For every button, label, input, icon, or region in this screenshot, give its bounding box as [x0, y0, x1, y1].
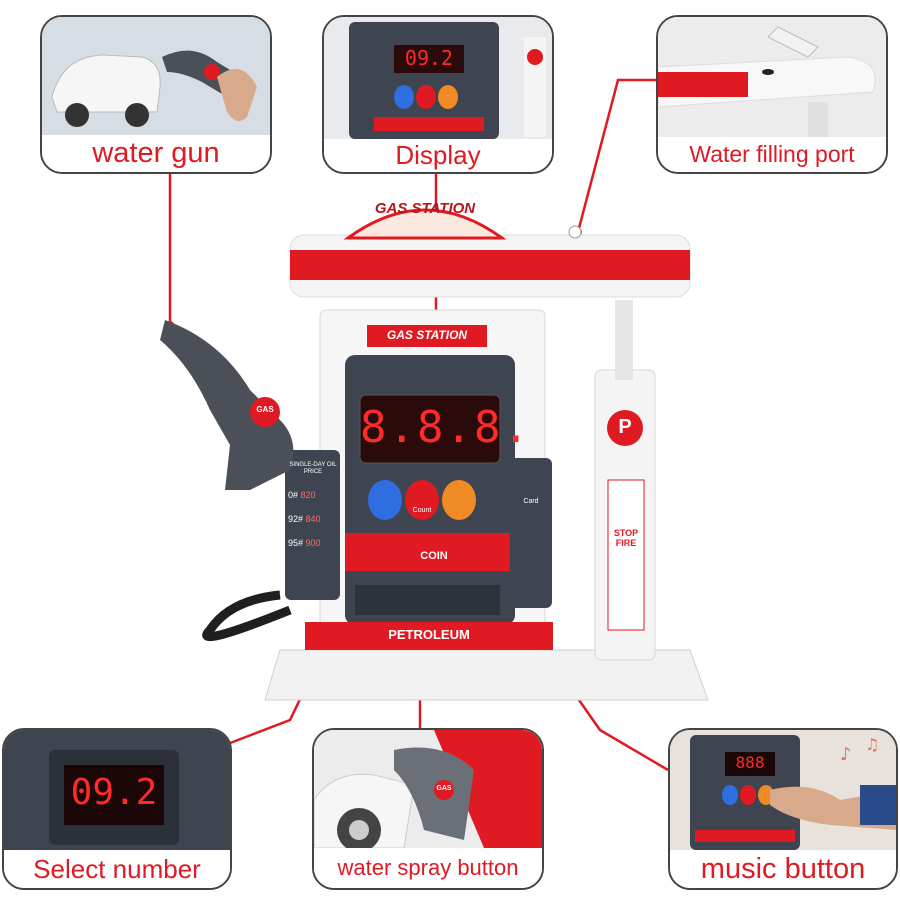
parking-sign-circle	[607, 410, 643, 446]
fuel-nozzle	[160, 320, 294, 490]
water-spray-photo: GAS	[314, 730, 542, 848]
price-rows: 0# 820 92# 840 95# 900	[288, 490, 338, 548]
spray-button	[405, 480, 439, 520]
card-label: Card	[523, 498, 539, 505]
callout-label-water-gun: water gun	[42, 135, 270, 172]
stop-fire-panel	[607, 479, 645, 631]
panel-sign-bg	[367, 325, 487, 347]
svg-text:♫: ♫	[865, 735, 879, 754]
callout-music-button: ♪ ♫ 888 music button	[668, 728, 898, 890]
main-display-reading: 8.8.8.	[360, 402, 531, 453]
music-button-photo: ♪ ♫ 888	[670, 730, 896, 850]
petroleum-label: PETROLEUM	[388, 627, 470, 642]
count-label: Count	[412, 507, 432, 514]
music-photo-reading: 888	[735, 753, 765, 772]
hand-shape	[217, 69, 257, 121]
coin-label: COIN	[420, 550, 448, 562]
select-number-photo: 09.2	[4, 730, 230, 850]
price-row: 0# 820	[288, 490, 316, 500]
spray-gun-shape	[394, 747, 474, 840]
toy-base	[264, 649, 709, 701]
petroleum-band	[305, 622, 553, 650]
music-btn-shape	[442, 480, 476, 520]
toy-car-shape	[51, 54, 161, 113]
callout-water-spray-button: GAS water spray button	[312, 728, 544, 890]
fuel-hose	[202, 590, 292, 642]
callout-label-display: Display	[324, 139, 552, 172]
filling-port-photo	[658, 17, 886, 137]
display-photo: 09.2	[324, 17, 552, 139]
select-number-reading: 09.2	[70, 772, 158, 813]
price-row: 92# 840	[288, 514, 321, 524]
callout-label-select-number: Select number	[4, 850, 230, 888]
filling-port-hole	[568, 225, 582, 239]
callout-display: 09.2 Display	[322, 15, 554, 174]
filling-port-hole-photo	[762, 69, 774, 75]
callout-label-water-filling-port: Water filling port	[658, 137, 886, 172]
price-board	[285, 450, 340, 600]
price-row: 95# 900	[288, 538, 321, 548]
callout-water-filling-port: Water filling port	[656, 15, 888, 174]
display-photo-reading: 09.2	[404, 46, 454, 70]
callout-select-number: 09.2 Select number	[2, 728, 232, 890]
main-display-bg	[359, 394, 501, 464]
select-button	[368, 480, 402, 520]
price-title: SINGLE-DAY OIL PRICE	[289, 462, 337, 475]
callout-water-gun: water gun	[40, 15, 272, 174]
svg-text:♪: ♪	[840, 744, 852, 765]
parking-sign-letter: P	[618, 416, 632, 438]
callout-label-water-spray-button: water spray button	[314, 848, 542, 888]
spray-badge: GAS	[436, 785, 452, 792]
callout-label-music-button: music button	[670, 850, 896, 888]
water-gun-photo	[42, 17, 270, 135]
nozzle-badge: GAS	[256, 405, 274, 414]
card-panel	[510, 458, 552, 608]
roof-sign-arch	[343, 208, 507, 240]
coin-strip	[345, 533, 515, 571]
gas-station-toy: GAS STATION GAS STATION 8.8.8. COIN Coun…	[130, 190, 730, 720]
panel-sign-text: GAS STATION	[386, 328, 468, 342]
roof-sign-text: GAS STATION	[374, 200, 476, 217]
